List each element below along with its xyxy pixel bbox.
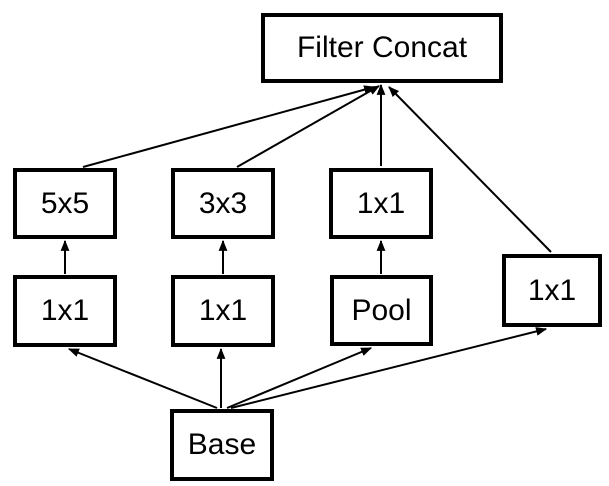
node-filter-concat: Filter Concat	[261, 13, 503, 83]
node-conv-3x3: 3x3	[171, 168, 275, 239]
node-conv-5x5-label: 5x5	[40, 186, 90, 220]
edge-proj1x1-to-filter-concat	[388, 86, 552, 253]
node-proj-1x1-right-label: 1x1	[527, 273, 577, 307]
node-reduce-1x1-left: 1x1	[13, 275, 117, 347]
node-filter-concat-label: Filter Concat	[296, 31, 468, 64]
node-reduce-1x1-mid-label: 1x1	[198, 294, 248, 327]
edge-conv5x5-to-filter-concat	[82, 85, 376, 168]
node-conv-1x1-label: 1x1	[356, 186, 406, 220]
edge-base-to-proj1x1	[230, 327, 548, 409]
node-base-label: Base	[187, 428, 257, 461]
edge-base-to-reduce1x1-left	[67, 348, 218, 409]
node-conv-5x5: 5x5	[13, 168, 117, 239]
node-base: Base	[170, 409, 274, 481]
node-conv-3x3-label: 3x3	[198, 186, 248, 220]
node-pool-label: Pool	[351, 293, 412, 327]
node-reduce-1x1-mid: 1x1	[171, 275, 275, 347]
edge-base-to-pool	[226, 347, 373, 409]
node-pool: Pool	[330, 275, 433, 346]
node-reduce-1x1-left-label: 1x1	[40, 294, 90, 327]
edge-conv3x3-to-filter-concat	[236, 85, 380, 168]
node-conv-1x1: 1x1	[329, 168, 433, 239]
node-proj-1x1-right: 1x1	[502, 254, 602, 327]
